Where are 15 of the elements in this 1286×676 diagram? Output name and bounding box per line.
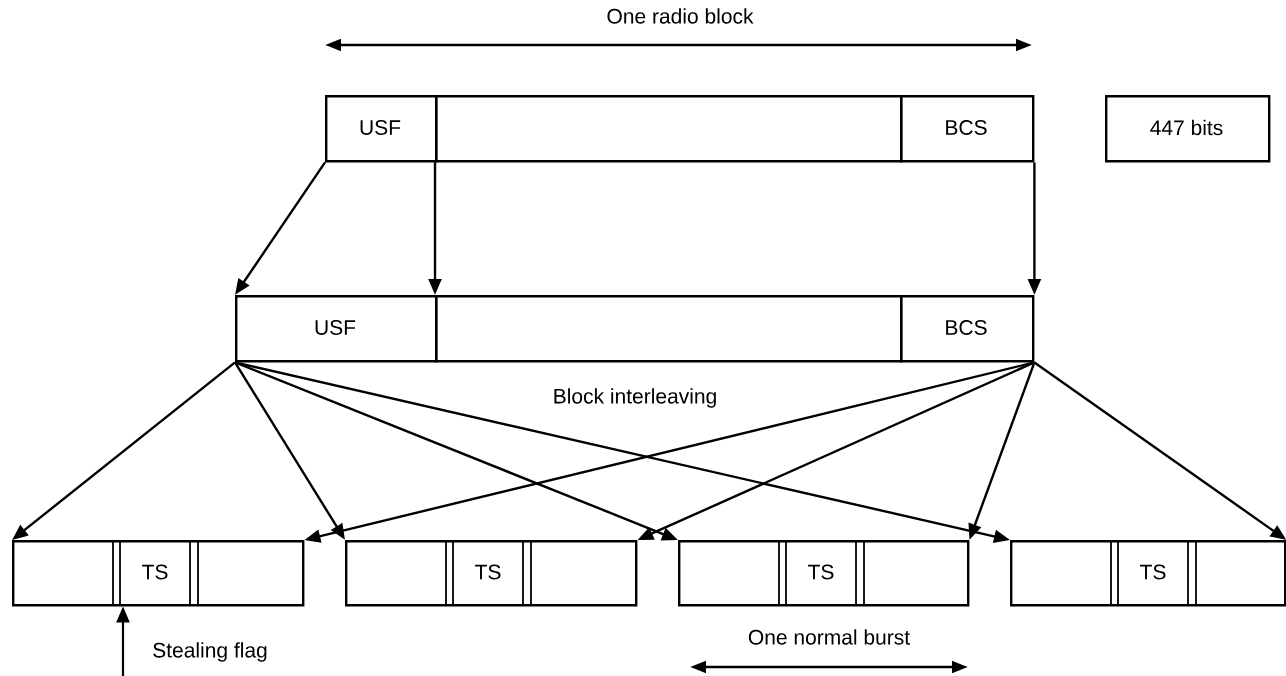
block-cell (435, 95, 903, 163)
dimension-label: One radio block (605, 7, 755, 25)
burst-box: TS (678, 539, 970, 607)
block-cell: USF (325, 95, 438, 163)
burst-box: TS (1010, 539, 1286, 607)
block-cell: USF (235, 295, 438, 363)
block-cell (435, 295, 903, 363)
burst-box: TS (345, 539, 638, 607)
block-cell: BCS (900, 95, 1035, 163)
size-box: 447 bits (1105, 95, 1271, 163)
diagram-label: Block interleaving (551, 387, 719, 409)
dimension-label: One normal burst (746, 628, 912, 646)
burst-box: TS (12, 539, 305, 607)
block-cell: BCS (900, 295, 1035, 363)
edge-label: Stealing flag (151, 641, 269, 663)
